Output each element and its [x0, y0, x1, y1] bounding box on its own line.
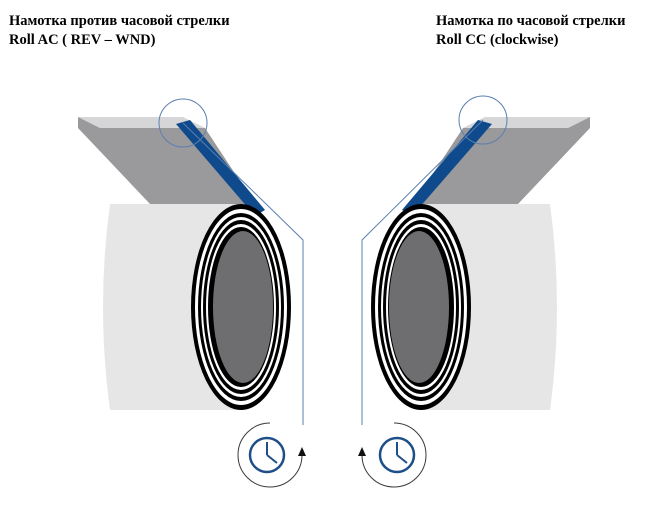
- right-title-en: Roll CC (clockwise): [436, 32, 559, 48]
- left-rotation-symbol: [237, 422, 306, 488]
- right-rotation-arc: [361, 422, 427, 488]
- caption-left: Намотка против часовой стрелки Roll AC (…: [9, 12, 230, 50]
- right-title-ru: Намотка по часовой стрелки: [436, 13, 626, 29]
- left-title-ru: Намотка против часовой стрелки: [9, 13, 230, 29]
- left-board-slope: [78, 117, 255, 204]
- right-film-strip: [402, 120, 492, 216]
- left-title-en: Roll AC ( REV – WND): [9, 32, 156, 48]
- right-guide-line: [361, 119, 484, 425]
- right-roll-assembly: [361, 95, 590, 425]
- caption-right: Намотка по часовой стрелки Roll CC (cloc…: [436, 12, 625, 50]
- right-roll-core: [389, 231, 449, 383]
- right-board-top: [463, 117, 590, 128]
- clock-counterclockwise-icon: [248, 436, 286, 474]
- left-rotation-arrow: [298, 447, 306, 456]
- left-board-top: [78, 117, 205, 128]
- right-guide-circle: [458, 95, 508, 145]
- left-roll-core: [213, 231, 273, 383]
- left-guide-circle: [158, 98, 208, 148]
- left-film-strip: [176, 120, 265, 216]
- right-board-slope: [413, 117, 590, 204]
- right-rotation-symbol: [358, 422, 427, 488]
- left-roll-assembly: [78, 98, 304, 425]
- left-rotation-arc: [237, 422, 303, 488]
- left-guide-line: [182, 122, 304, 425]
- clock-clockwise-icon: [378, 436, 416, 474]
- right-rotation-arrow: [358, 447, 366, 456]
